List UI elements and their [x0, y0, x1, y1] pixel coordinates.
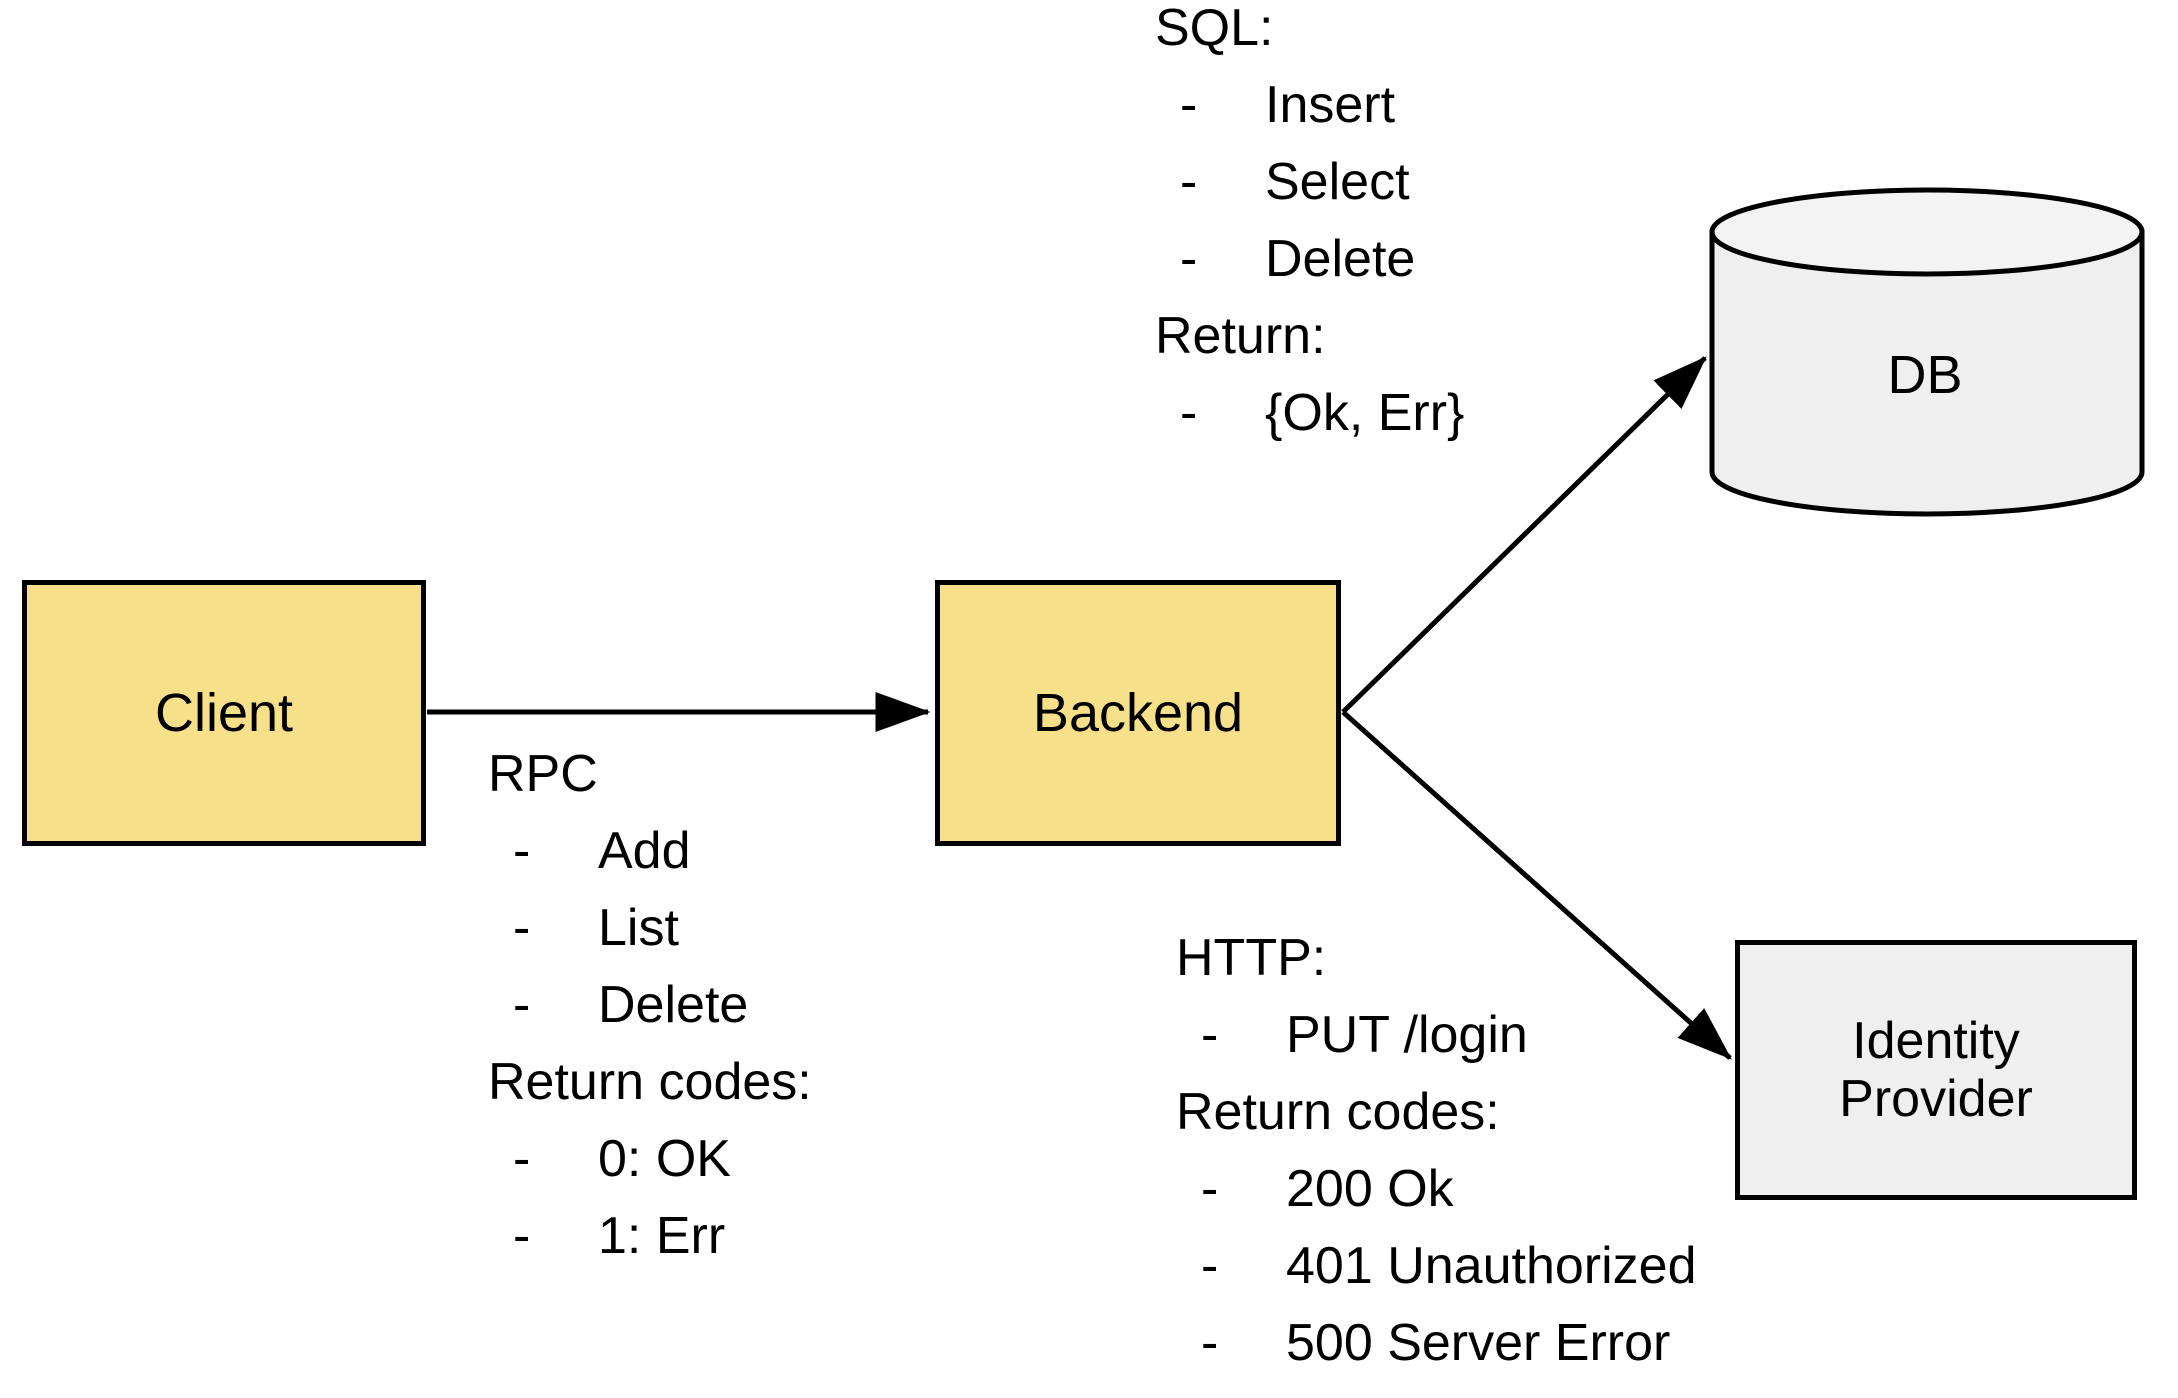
list-item-label: PUT /login	[1286, 1006, 1528, 1064]
bullet-dash: -	[1201, 1160, 1219, 1218]
list-item-label: 200 Ok	[1286, 1160, 1454, 1218]
node-backend[interactable]: Backend	[935, 580, 1341, 846]
list-item-label: Insert	[1265, 76, 1396, 134]
list-item: - 0: OK	[488, 1133, 812, 1210]
node-identity-provider[interactable]: Identity Provider	[1735, 940, 2137, 1200]
list-item-label: List	[598, 899, 679, 957]
annotation-http-list: - PUT /login	[1176, 1009, 1697, 1086]
list-item-label: 500 Server Error	[1286, 1314, 1671, 1372]
list-item: - PUT /login	[1176, 1009, 1697, 1086]
node-db-label: DB	[1887, 345, 1963, 405]
annotation-sql-return-list: - {Ok, Err}	[1155, 387, 1464, 464]
annotation-http-return-heading: Return codes:	[1176, 1083, 1500, 1141]
node-client-label: Client	[154, 682, 294, 743]
list-item: - Insert	[1155, 79, 1464, 156]
annotation-rpc-return-heading: Return codes:	[488, 1053, 812, 1111]
annotation-rpc-return-list: - 0: OK - 1: Err	[488, 1133, 812, 1287]
edge-backend-to-idp[interactable]	[1341, 710, 1732, 1060]
edge-backend-to-db[interactable]	[1341, 356, 1707, 714]
bullet-dash: -	[513, 1207, 531, 1265]
node-client[interactable]: Client	[22, 580, 426, 846]
list-item-label: 401 Unauthorized	[1286, 1237, 1697, 1295]
bullet-dash: -	[1180, 76, 1198, 134]
list-item: - {Ok, Err}	[1155, 387, 1464, 464]
list-item: - Select	[1155, 156, 1464, 233]
bullet-dash: -	[513, 1130, 531, 1188]
annotation-rpc: RPC - Add - List - Delete Return codes: - 0:…	[488, 748, 812, 1287]
list-item-label: 0: OK	[598, 1130, 731, 1188]
list-item-label: Select	[1265, 153, 1410, 211]
list-item-label: Delete	[598, 976, 749, 1034]
annotation-sql-heading: SQL:	[1155, 0, 1274, 57]
list-item: - 1: Err	[488, 1210, 812, 1287]
node-identity-provider-label: Identity Provider	[1839, 1011, 2033, 1128]
annotation-sql: SQL: - Insert - Select - Delete Return: - {O…	[1155, 2, 1464, 464]
list-item: - 500 Server Error	[1176, 1317, 1697, 1394]
bullet-dash: -	[513, 976, 531, 1034]
list-item: - 401 Unauthorized	[1176, 1240, 1697, 1317]
bullet-dash: -	[513, 899, 531, 957]
node-db-label-wrap: DB	[1710, 340, 2140, 410]
bullet-dash: -	[1201, 1006, 1219, 1064]
annotation-sql-return-heading: Return:	[1155, 307, 1326, 365]
annotation-http-heading: HTTP:	[1176, 929, 1327, 987]
list-item-label: 1: Err	[598, 1207, 726, 1265]
db-cylinder[interactable]	[1709, 187, 2145, 517]
list-item-label: Add	[598, 822, 691, 880]
bullet-dash: -	[1180, 230, 1198, 288]
annotation-rpc-heading: RPC	[488, 745, 598, 803]
list-item: - Delete	[488, 979, 812, 1056]
list-item: - 200 Ok	[1176, 1163, 1697, 1240]
bullet-dash: -	[1201, 1237, 1219, 1295]
list-item: - Delete	[1155, 233, 1464, 310]
list-item: - Add	[488, 825, 812, 902]
bullet-dash: -	[1201, 1314, 1219, 1372]
annotation-sql-list: - Insert - Select - Delete	[1155, 79, 1464, 310]
bullet-dash: -	[1180, 153, 1198, 211]
bullet-dash: -	[513, 822, 531, 880]
annotation-rpc-list: - Add - List - Delete	[488, 825, 812, 1056]
annotation-http: HTTP: - PUT /login Return codes: - 200 Ok …	[1176, 932, 1697, 1394]
list-item: - List	[488, 902, 812, 979]
annotation-http-return-list: - 200 Ok - 401 Unauthorized - 500 Server Er…	[1176, 1163, 1697, 1394]
bullet-dash: -	[1180, 384, 1198, 442]
list-item-label: Delete	[1265, 230, 1416, 288]
list-item-label: {Ok, Err}	[1265, 384, 1465, 442]
node-backend-label: Backend	[1032, 682, 1244, 743]
